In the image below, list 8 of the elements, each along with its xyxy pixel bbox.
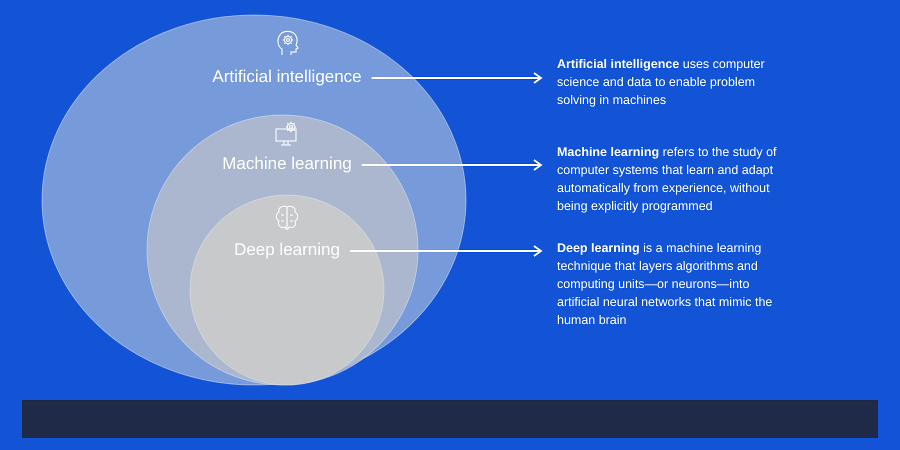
arrow <box>362 159 542 171</box>
description-text: Machine learning refers to the study of computer systems that learn and adapt automatically from experience, without being explicitly programmed <box>557 144 778 215</box>
arrow <box>350 245 542 257</box>
description-text: Artificial intelligence uses computer science and data to enable problem solving in machines <box>557 56 766 109</box>
circle-label: Artificial intelligence <box>212 67 362 87</box>
circle-label: Machine learning <box>222 154 352 174</box>
arrow <box>372 72 542 84</box>
description-text: Deep learning is a machine learning technique that layers algorithms and computing units—or neurons—into artificial neural networks that mimic the human brain <box>557 240 774 329</box>
